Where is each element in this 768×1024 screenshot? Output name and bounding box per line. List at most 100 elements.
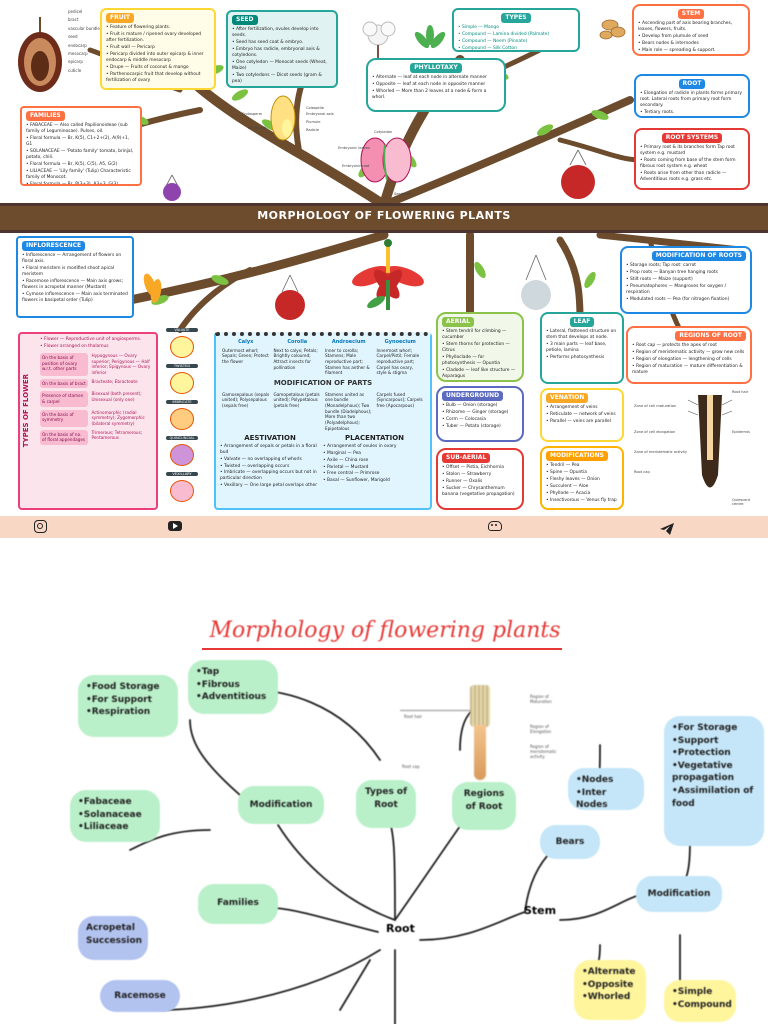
aestivation-thumb-label: TWISTED: [166, 364, 198, 368]
list-item: • Stem tendril for climbing — cucumber: [442, 329, 507, 341]
list-item: • Racemose inflorescence — Main axis gro…: [22, 278, 124, 290]
instagram-icon[interactable]: [34, 520, 47, 533]
aestivation-thumb-icon: [170, 372, 194, 394]
list-item: • Alternate — leaf at each node in alter…: [372, 75, 487, 81]
diagram-label: Region of meristematic activity: [530, 744, 557, 759]
root-systems-list: • Primary root & its branches form Tap r…: [640, 145, 744, 183]
youtube-icon[interactable]: [168, 521, 182, 531]
inflorescence-list: • Inflorescence — Arrangement of flowers…: [22, 253, 128, 304]
stem-title: STEM: [677, 9, 705, 20]
diagram-label: cuticle: [68, 67, 82, 73]
leaf-modifications-list: • Tendril — Pea• Spine — Opuntia• Fleshy…: [546, 463, 618, 504]
types-of-flower-head: • Flower — Reproductive unit of angiospe…: [40, 337, 153, 350]
aestivation-thumb-label: QUINCUNCIAL: [166, 436, 198, 440]
list-item: • After fertilization, ovules develop in…: [232, 27, 319, 39]
list-item: • Valvate — no overlapping of whorls: [220, 456, 302, 462]
parts-cell: Innermost whorl; Carpel/Pistil; Female r…: [376, 347, 420, 376]
inflorescence-box: INFLORESCENCE • Inflorescence — Arrangem…: [16, 236, 134, 318]
diagram-label: seed: [68, 34, 78, 40]
parts-cell: Carpels fused (Syncarpous); Carpels free…: [376, 391, 423, 408]
list-item: •Fabaceae: [78, 797, 132, 807]
aerial-list: • Stem tendril for climbing — cucumber• …: [442, 329, 518, 380]
leaf-modifications-title: MODIFICATIONS: [546, 451, 608, 462]
diagram-label: Zone of cell elongation: [634, 430, 676, 434]
diagram-label: Cotyledon: [374, 130, 393, 134]
aestivation-title: AESTIVATION: [244, 434, 296, 443]
list-item: •Adventitious: [196, 692, 267, 703]
list-item: • Whorled — More than 2 leaves at a node…: [372, 88, 487, 100]
fruit-title: FRUIT: [106, 13, 134, 24]
aestivation-thumb-icon: [170, 408, 194, 430]
list-item: • Prop roots — Banyan tree hanging roots: [626, 270, 718, 276]
list-item: • Feature of flowering plants.: [106, 25, 171, 31]
seed-title: SEED: [232, 15, 258, 26]
flower-type-value: Bisexual (both present); Unisexual (only…: [91, 391, 142, 402]
list-item: • Marginal — Pea: [323, 450, 361, 456]
stem-list: • Ascending part of axis bearing branche…: [638, 21, 744, 54]
bubble-stem-modification: Modification: [636, 876, 722, 912]
discord-icon[interactable]: [488, 521, 502, 531]
flower-type-key: On the basis of bract: [40, 378, 89, 389]
list-item: • Fruit wall — Pericarp: [106, 44, 155, 50]
flower-type-key: On the basis of position of ovary w.r.t.…: [40, 352, 89, 376]
list-item: • Region of elongation — lengthening of …: [632, 356, 732, 362]
parts-cell: Outermost whorl; Sepals; Green; Protect …: [222, 347, 269, 365]
aestivation-thumb-label: VALVATE: [166, 328, 198, 332]
map-title-underline: [202, 648, 562, 650]
list-item: •Support: [672, 735, 719, 746]
bubble-stem-uses: •For Storage•Support•Protection•Vegetati…: [664, 716, 764, 846]
list-item: • Free central — Primrose: [323, 471, 380, 477]
list-item: • Insectivorous — Venus fly trap: [546, 497, 617, 503]
list-item: • Ascending part of axis bearing branche…: [638, 21, 733, 33]
list-item: •Inter Nodes: [576, 787, 608, 811]
list-item: •For Support: [86, 694, 152, 705]
aestivation-list: • Arrangement of sepals or petals in a f…: [220, 444, 320, 490]
diagram-label: mesocarp: [68, 51, 88, 57]
diagram-label: Zone of cell maturation: [634, 404, 677, 408]
diagram-label: Plumule: [306, 120, 321, 124]
list-item: • Reticulate — network of veins: [546, 412, 616, 418]
root-systems-title: ROOT SYSTEMS: [661, 133, 723, 144]
telegram-icon[interactable]: [660, 520, 674, 535]
list-item: • Succulent — Aloe: [546, 483, 589, 489]
list-item: • Twisted — overlapping occurs: [220, 463, 290, 469]
families-box: FAMILIES • FABACEAE — Also called Papili…: [20, 106, 142, 186]
map-racemose-label: Racemose: [114, 991, 166, 1001]
footer-bar: [0, 516, 768, 538]
placentation-title: PLACENTATION: [344, 434, 405, 443]
list-item: • Inflorescence — Arrangement of flowers…: [22, 253, 122, 265]
diagram-label: Region of Elongation: [530, 724, 552, 734]
list-item: Succession: [86, 935, 143, 946]
list-item: •Protection: [672, 748, 731, 759]
diagram-label: endocarp: [68, 42, 87, 48]
phyllotaxy-box: PHYLLOTAXY • Alternate — leaf at each no…: [366, 58, 506, 112]
list-item: •Solanaceae: [78, 809, 142, 820]
regions-of-root-title: REGIONS OF ROOT: [675, 331, 746, 342]
diagram-label: Root cap: [634, 470, 650, 474]
list-item: • Opposite — leaf at each node in opposi…: [372, 82, 486, 88]
bubble-types-of-root: Types of Root: [356, 780, 416, 828]
list-item: • Imbricate — overlapping occurs but not…: [220, 470, 317, 482]
list-item: • Tuber — Potato (storage): [442, 423, 501, 429]
list-item: • Simple — Mango: [458, 25, 499, 31]
list-item: • Stem thorns for protection — Citrus: [442, 341, 510, 353]
map-types-root-label: Types of Root: [364, 787, 408, 810]
inflorescence-title: INFLORESCENCE: [22, 241, 86, 252]
list-item: •Vegetative propagation: [672, 760, 735, 784]
list-item: • Spine — Opuntia: [546, 470, 587, 476]
list-item: • Corm — Colocasia: [442, 416, 486, 422]
seed-box: SEED • After fertilization, ovules devel…: [226, 10, 338, 88]
sub-aerial-box: SUB-AERIAL • Offset — Pistia, Eichhornia…: [436, 448, 524, 510]
list-item: • Modulated roots — Pea (for nitrogen fi…: [626, 296, 730, 302]
parts-col-header: Corolla: [287, 339, 308, 345]
aestivation-thumb-label: VEXILLARY: [166, 472, 198, 476]
diagram-label: bract: [68, 17, 79, 23]
list-item: • Pneumatophores — Mangroves for oxygen …: [626, 283, 727, 295]
list-item: • Main role — spreading & support.: [638, 47, 716, 53]
map-regions-root-label: Regions of Root: [463, 789, 505, 812]
